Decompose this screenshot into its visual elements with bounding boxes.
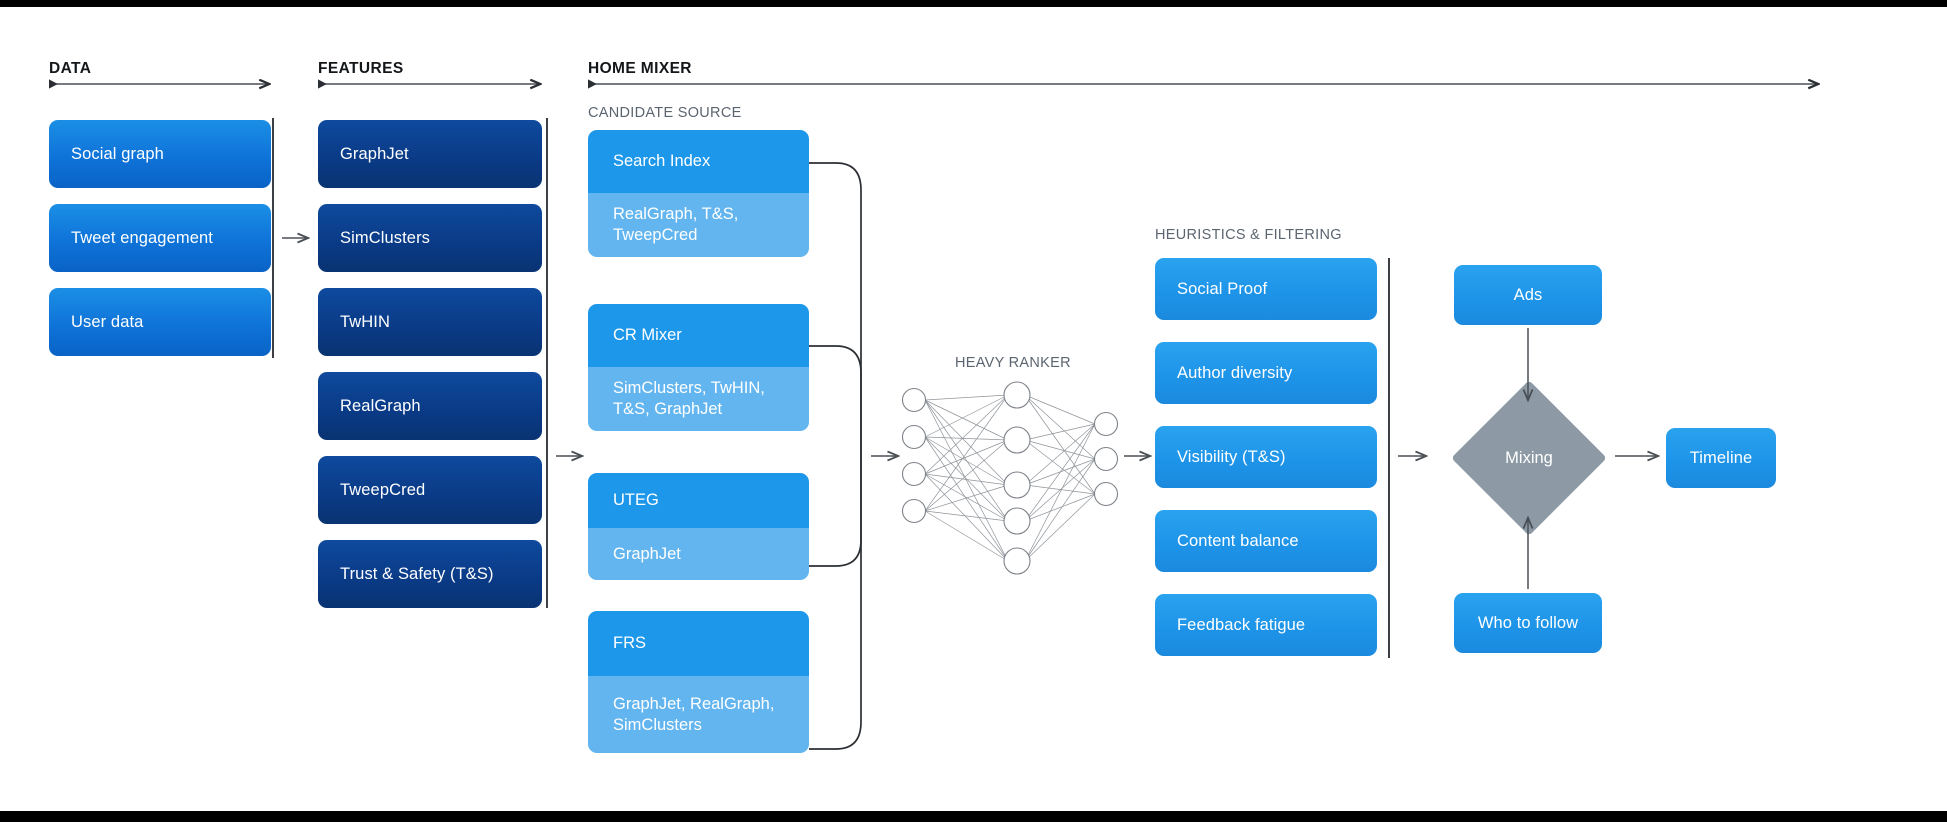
section-title-home-mixer: HOME MIXER — [588, 60, 692, 77]
feature-box-label: Trust & Safety (T&S) — [340, 564, 494, 583]
section-title-features: FEATURES — [318, 60, 404, 77]
candidate-source-features: GraphJet, RealGraph, SimClusters — [588, 676, 809, 753]
feature-box-trust-and-safety[interactable]: Trust & Safety (T&S) — [318, 540, 542, 608]
heuristic-box-label: Content balance — [1177, 531, 1299, 550]
candidate-source-card-frs[interactable]: FRS GraphJet, RealGraph, SimClusters — [588, 611, 809, 753]
feature-box-simclusters[interactable]: SimClusters — [318, 204, 542, 272]
bottom-black-band — [0, 811, 1947, 822]
feature-box-twhin[interactable]: TwHIN — [318, 288, 542, 356]
output-box-timeline[interactable]: Timeline — [1666, 428, 1776, 488]
candidate-source-features: GraphJet — [588, 528, 809, 580]
feature-box-label: RealGraph — [340, 396, 421, 415]
feature-box-realgraph[interactable]: RealGraph — [318, 372, 542, 440]
heuristic-box-visibility[interactable]: Visibility (T&S) — [1155, 426, 1377, 488]
heuristic-box-label: Social Proof — [1177, 279, 1268, 298]
feature-box-label: GraphJet — [340, 144, 409, 163]
data-box-social-graph[interactable]: Social graph — [49, 120, 271, 188]
feature-box-graphjet[interactable]: GraphJet — [318, 120, 542, 188]
output-box-who-to-follow[interactable]: Who to follow — [1454, 593, 1602, 653]
heuristic-box-author-diversity[interactable]: Author diversity — [1155, 342, 1377, 404]
data-box-label: User data — [71, 312, 144, 331]
output-box-label: Ads — [1513, 285, 1543, 304]
data-box-label: Social graph — [71, 144, 164, 163]
feature-box-tweepcred[interactable]: TweepCred — [318, 456, 542, 524]
data-box-user-data[interactable]: User data — [49, 288, 271, 356]
output-box-label: Timeline — [1689, 448, 1753, 467]
section-title-data: DATA — [49, 60, 92, 77]
output-box-ads[interactable]: Ads — [1454, 265, 1602, 325]
heuristic-box-label: Author diversity — [1177, 363, 1293, 382]
section-title-heavy-ranker: HEAVY RANKER — [955, 355, 1071, 371]
heuristic-box-content-balance[interactable]: Content balance — [1155, 510, 1377, 572]
candidate-source-features: RealGraph, T&S, TweepCred — [588, 193, 809, 257]
top-black-band — [0, 0, 1947, 7]
candidate-source-card-uteg[interactable]: UTEG GraphJet — [588, 473, 809, 580]
section-title-candidate-source: CANDIDATE SOURCE — [588, 105, 742, 121]
candidate-source-name: FRS — [588, 611, 809, 676]
feature-box-label: SimClusters — [340, 228, 431, 247]
heavy-ranker-network — [901, 381, 1119, 575]
candidate-source-features: SimClusters, TwHIN, T&S, GraphJet — [588, 367, 809, 431]
candidate-source-name: CR Mixer — [588, 304, 809, 367]
candidate-brace — [809, 162, 862, 750]
data-box-tweet-engagement[interactable]: Tweet engagement — [49, 204, 271, 272]
candidate-source-card-cr-mixer[interactable]: CR Mixer SimClusters, TwHIN, T&S, GraphJ… — [588, 304, 809, 431]
candidate-source-card-search-index[interactable]: Search Index RealGraph, T&S, TweepCred — [588, 130, 809, 257]
feature-box-label: TwHIN — [340, 312, 390, 331]
output-box-label: Who to follow — [1477, 613, 1579, 632]
heuristic-box-label: Visibility (T&S) — [1177, 447, 1286, 466]
heuristic-box-label: Feedback fatigue — [1177, 615, 1306, 634]
heuristic-box-social-proof[interactable]: Social Proof — [1155, 258, 1377, 320]
mixing-diamond-label: Mixing — [1505, 448, 1553, 467]
feature-box-label: TweepCred — [340, 480, 426, 499]
data-box-label: Tweet engagement — [71, 228, 213, 247]
heuristic-box-feedback-fatigue[interactable]: Feedback fatigue — [1155, 594, 1377, 656]
candidate-source-name: UTEG — [588, 473, 809, 528]
section-title-heuristics: HEURISTICS & FILTERING — [1155, 227, 1342, 243]
candidate-source-name: Search Index — [588, 130, 809, 193]
